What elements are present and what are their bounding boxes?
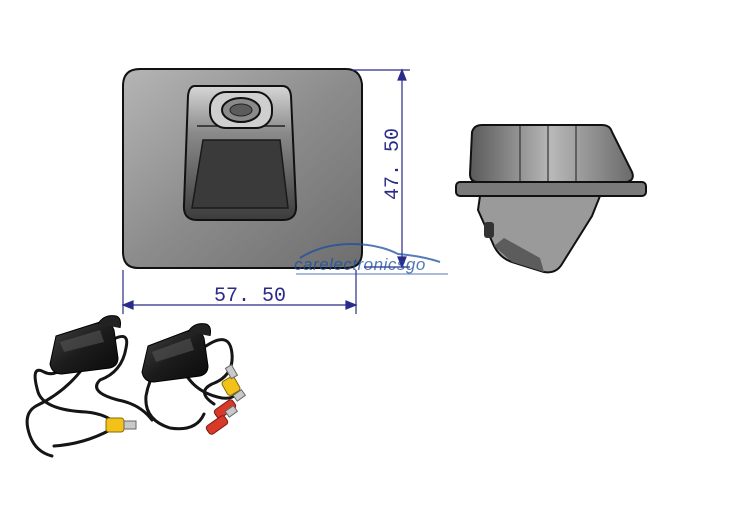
receiver-antenna [187, 323, 211, 337]
receiver-highlight [152, 338, 194, 362]
watermark: carelectronicsgo [294, 242, 448, 275]
cable-2 [95, 334, 154, 422]
rca-red-1-tip [232, 388, 247, 402]
arrow-left-icon [121, 300, 134, 310]
cable-1 [33, 348, 120, 428]
side-top-body [468, 124, 634, 183]
wireless-kit-photo [25, 315, 247, 458]
housing-face [191, 139, 289, 209]
side-view [455, 124, 647, 274]
cable-7 [52, 428, 112, 448]
rca-yellow-right-tip [224, 364, 239, 380]
rca-yellow-left-body [105, 417, 125, 433]
transmitter-highlight [60, 330, 104, 352]
height-label: 47. 50 [382, 128, 405, 200]
dimension-lines [121, 68, 410, 314]
rca-red-2-tip [224, 404, 239, 418]
rca-plug-yellow-left [105, 417, 137, 433]
rca-yellow-right-body [221, 376, 241, 396]
cable-3 [25, 356, 92, 458]
arrow-up-icon [397, 68, 407, 81]
car-outline-icon [299, 242, 441, 263]
transmitter-antenna [97, 315, 121, 329]
rca-yellow-left-tip [123, 420, 137, 430]
arrow-down-icon [397, 256, 407, 269]
rca-plug-red-2 [205, 404, 239, 435]
watermark-brand: carelectronicsgo [294, 255, 426, 274]
arrow-right-icon [345, 300, 358, 310]
side-camera-shadow [494, 238, 544, 272]
front-view [122, 68, 363, 269]
width-label: 57. 50 [214, 285, 286, 308]
rca-red-2-body [205, 415, 229, 435]
lens-glass [229, 103, 253, 117]
side-lens-icon [484, 222, 494, 238]
side-flange [455, 181, 647, 197]
transmitter-box [49, 321, 119, 375]
rca-plug-yellow-right [221, 364, 241, 396]
rca-plug-red-1 [213, 388, 247, 419]
